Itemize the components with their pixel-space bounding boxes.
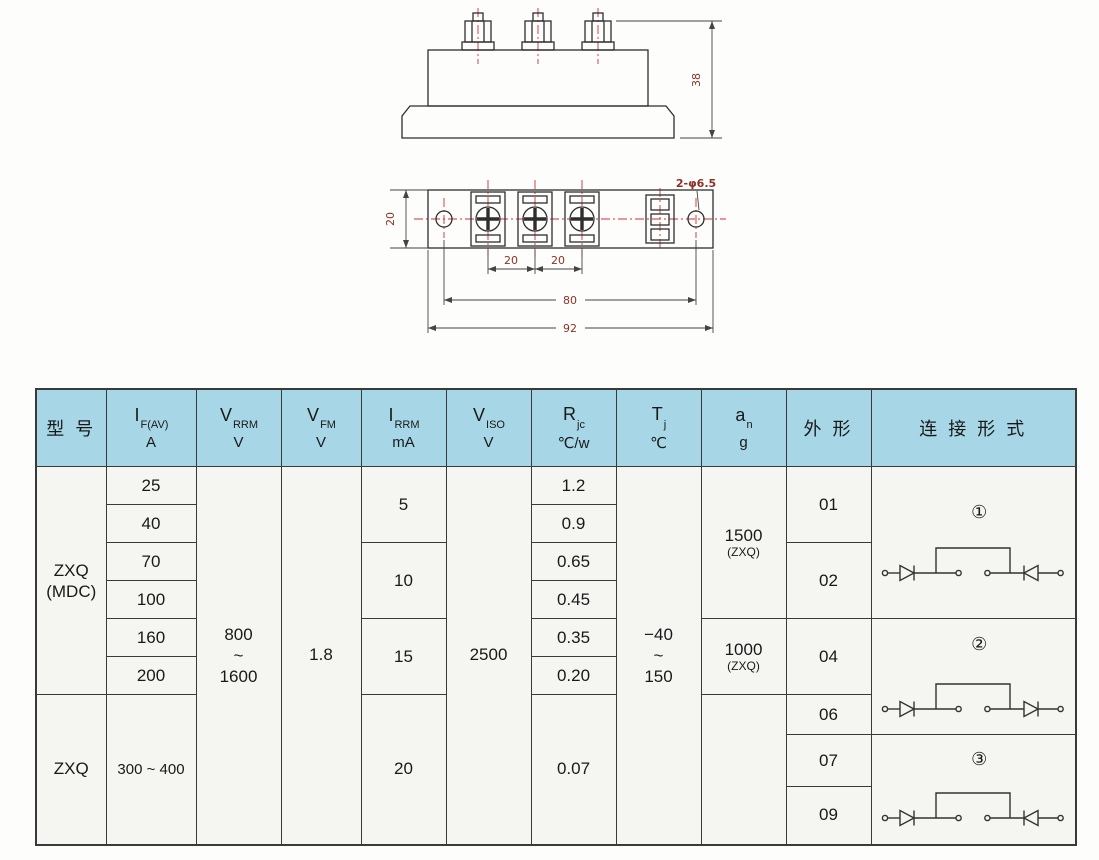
rjc-value: 0.20 [530,656,617,695]
viso-cell: 2500 [445,466,532,845]
rjc-value: 0.35 [530,618,617,657]
height-dimension [616,20,722,139]
connector-block [645,194,675,244]
dim-label-inner-span: 80 [563,294,577,307]
dim-label-depth: 20 [384,212,397,226]
dim-label-pitch2: 20 [551,254,565,267]
circuit-label-3: ③ [971,749,988,770]
irrm-value: 5 [360,466,447,543]
circuit-label-2: ② [971,633,988,654]
col-header-rjc: Rjc℃/w [530,388,617,467]
module-top-outline [427,189,714,249]
mounting-hole-right [687,210,705,228]
header-outline-label: 外 形 [803,419,854,439]
model-cell-top: ZXQ (MDC) [35,466,107,695]
table-row: ZXQ 300 ~ 400 20 0.07 06 [35,694,1076,845]
rjc-value: 1.2 [530,466,617,505]
outline-value: 04 [785,618,872,695]
header-connection-label: 连 接 形 式 [919,419,1028,439]
mounting-hole-left [435,210,453,228]
outline-value: 06 [785,694,872,735]
side-view-drawing: 38 [401,8,722,139]
an-cell-empty [700,694,787,845]
module-body [427,49,649,107]
col-header-outline: 外 形 [785,388,872,467]
header-model-label: 型 号 [46,419,97,439]
ifav-value: 40 [105,504,197,543]
table-row: ZXQ (MDC) 25 800~1600 1.8 5 2500 1.2 −40… [35,466,1077,845]
ifav-value: 160 [105,618,197,657]
vrrm-cell: 800~1600 [195,466,282,845]
dim-label-height: 38 [690,73,703,87]
circuit-diagram-2 [881,682,1065,718]
ifav-value: 25 [105,466,197,505]
dim-label-pitch1: 20 [504,254,518,267]
phillips-cross-marks [477,208,593,230]
circuit-label-1: ① [971,501,988,522]
dimension-arrows [403,190,713,331]
table-row: 160 15 0.35 1000 (ZXQ) 04 ② [36,618,1077,735]
rjc-value: 0.65 [530,542,617,581]
col-header-connection: 连 接 形 式 [870,388,1077,467]
an-cell-1500: 1500 (ZXQ) [700,466,787,619]
side-center-lines [477,8,599,64]
rjc-value: 0.9 [530,504,617,543]
outline-value: 07 [785,734,872,787]
outline-value: 02 [785,542,872,619]
table-row: 09 [36,786,1076,845]
dim-label-total-span: 92 [563,322,577,335]
irrm-value: 15 [360,618,447,695]
irrm-value: 10 [360,542,447,619]
table-row: 70 10 0.65 02 [36,542,1076,619]
ifav-range: 300 ~ 400 [105,694,197,845]
circuit-diagram-1 [881,546,1065,582]
col-header-ifav: IF(AV)A [105,388,197,467]
ifav-value: 100 [105,580,197,619]
connection-type-2: ② [870,618,1077,735]
outline-value: 01 [785,466,872,543]
table-row: 40 0.9 [36,504,1076,543]
rjc-value: 0.45 [530,580,617,619]
an-cell-1000: 1000 (ZXQ) [700,618,787,695]
col-header-tj: Tj℃ [615,388,702,467]
top-view-drawing: 20 20 20 80 92 2-φ6.5 [384,177,726,335]
rjc-value: 0.07 [530,694,617,845]
model-cell-bottom: ZXQ [35,694,107,845]
height-dim-arrows [709,21,715,138]
circuit-diagram-3 [881,792,1065,827]
connection-type-3: ③ [870,734,1077,845]
outline-value: 09 [785,786,872,845]
hole-diameter-note: 2-φ6.5 [676,177,716,190]
connection-type-1: ① [870,466,1077,619]
irrm-value: 20 [360,694,447,845]
table-row: 200 0.20 [36,656,1076,695]
vfm-cell: 1.8 [280,466,362,845]
terminal-stacks [461,12,615,51]
col-header-model: 型 号 [35,388,107,467]
screw-terminals [470,191,600,247]
ifav-value: 70 [105,542,197,581]
table-row: 100 0.45 [36,580,1076,619]
tj-cell: −40~150 [615,466,702,845]
ifav-value: 200 [105,656,197,695]
module-base-flange [401,105,675,139]
